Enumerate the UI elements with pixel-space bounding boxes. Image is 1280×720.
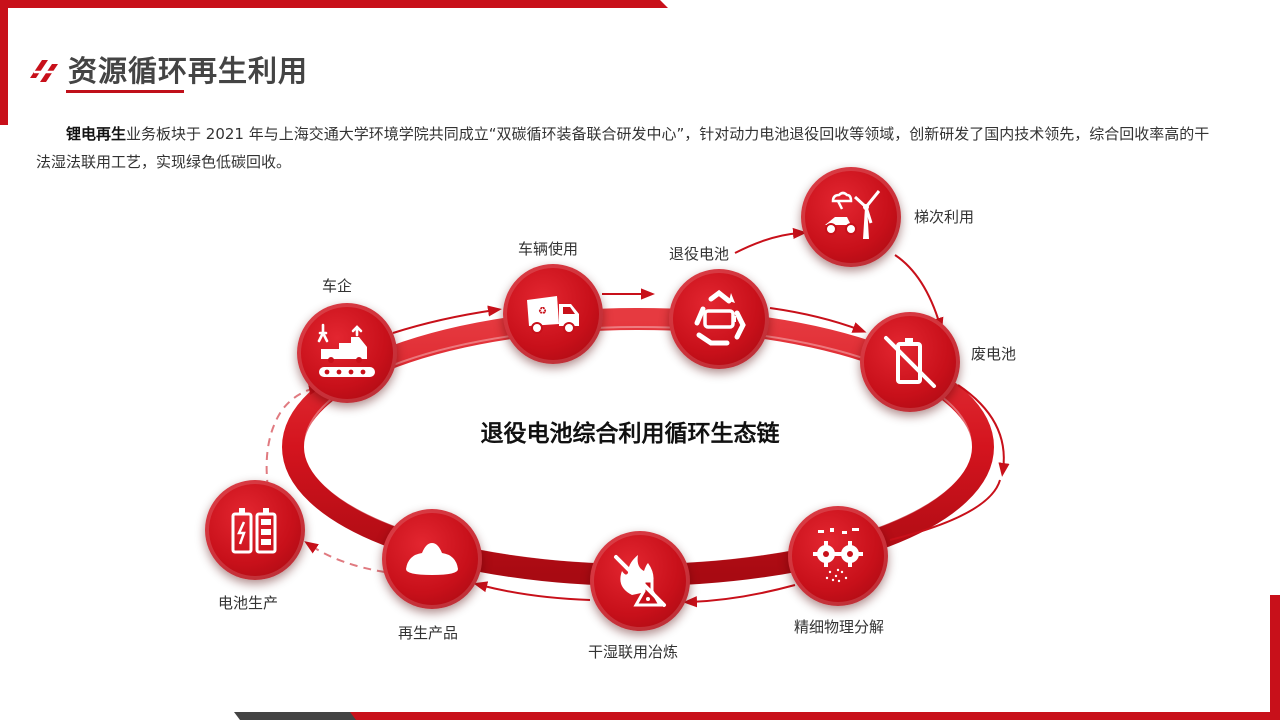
node-label-battery-production: 电池生产	[218, 594, 279, 612]
intro-paragraph: 锂电再生业务板块于 2021 年与上海交通大学环境学院共同成立“双碳循环装备联合…	[36, 120, 1216, 176]
arrow-car-to-use	[392, 305, 502, 334]
node-recycled-product	[382, 509, 482, 609]
node-automaker	[297, 303, 397, 403]
node-label-retired-battery: 退役电池	[669, 245, 730, 263]
gears-crushing-icon	[813, 528, 863, 583]
battery-cells-icon	[231, 508, 277, 554]
arrow-physical-to-smelt	[683, 584, 796, 608]
node-label-automaker: 车企	[322, 277, 353, 295]
node-vehicle-use: ♻	[503, 264, 603, 364]
node-label-vehicle-use: 车辆使用	[518, 240, 579, 258]
title-underline	[66, 90, 184, 93]
arrow-cascade-to-waste	[894, 254, 944, 332]
diagram-center-title: 退役电池综合利用循环生态链	[480, 421, 780, 447]
svg-text:♻: ♻	[538, 306, 547, 317]
scooter-windturbine-icon	[825, 190, 881, 239]
node-label-recycled-product: 再生产品	[398, 624, 459, 642]
intro-lead: 锂电再生	[66, 125, 127, 143]
node-label-physical-breakdown: 精细物理分解	[794, 618, 885, 636]
battery-recycle-icon	[694, 289, 746, 346]
powder-pile-icon	[406, 543, 458, 575]
flame-flask-icon	[614, 555, 666, 607]
node-physical-breakdown	[788, 506, 888, 606]
intro-text: 业务板块于 2021 年与上海交通大学环境学院共同成立“双碳循环装备联合研发中心…	[36, 125, 1210, 171]
arrow-retired-to-cascade	[734, 227, 807, 254]
node-cascade-use	[801, 167, 901, 267]
node-battery-production	[205, 480, 305, 580]
page-header: 资源循环再生利用	[28, 46, 308, 96]
arrow-smelt-to-product	[473, 581, 591, 601]
page-title: 资源循环再生利用	[68, 54, 309, 88]
node-label-smelting: 干湿联用冶炼	[588, 643, 679, 661]
factory-robot-icon	[317, 323, 375, 377]
recycling-truck-icon: ♻	[527, 296, 579, 334]
node-waste-battery	[860, 312, 960, 412]
arrow-waste-to-physical	[889, 479, 1001, 541]
arrow-product-to-battery	[304, 541, 386, 573]
node-smelting	[590, 531, 690, 631]
arrow-waste-outer	[957, 384, 1010, 477]
node-label-cascade-use: 梯次利用	[914, 208, 975, 226]
node-label-waste-battery: 废电池	[971, 345, 1017, 363]
arrow-retired-to-waste	[769, 307, 867, 333]
node-retired-battery	[669, 269, 769, 369]
brand-logo-icon	[30, 60, 58, 82]
crossed-battery-icon	[884, 336, 936, 388]
